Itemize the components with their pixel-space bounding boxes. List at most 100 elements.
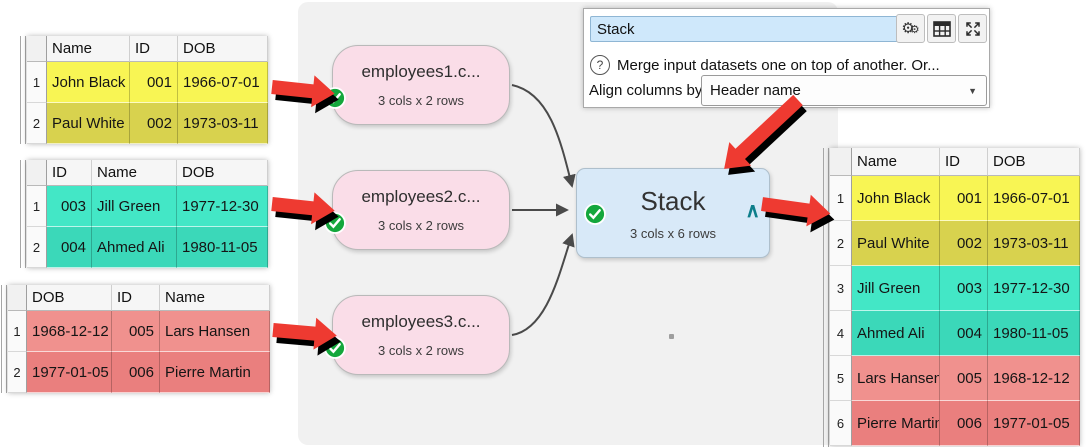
column-header[interactable]: ID	[940, 148, 988, 176]
row-number-header	[8, 285, 27, 311]
column-header[interactable]: DOB	[177, 160, 268, 186]
fullscreen-button[interactable]	[958, 14, 987, 43]
align-columns-dropdown[interactable]: Header name ▼	[701, 75, 987, 106]
properties-panel: ⚙⚙ ? Merge input datasets one on top of …	[583, 8, 990, 108]
table-cell[interactable]: 004	[47, 227, 92, 268]
table-cell[interactable]: Pierre Martin	[160, 352, 270, 393]
table-cell[interactable]: Ahmed Ali	[92, 227, 177, 268]
table-cell[interactable]: 1977-12-30	[177, 186, 268, 227]
table-cell[interactable]: 002	[130, 103, 178, 144]
node-label: employees3.c...	[361, 312, 481, 331]
row-number[interactable]: 2	[27, 103, 47, 144]
transform-description-row: ? Merge input datasets one on top of ano…	[590, 53, 940, 77]
row-number[interactable]: 1	[830, 176, 852, 221]
row-number-header	[27, 36, 47, 62]
grid-view-button[interactable]	[927, 14, 956, 43]
help-icon[interactable]: ?	[590, 55, 610, 75]
settings-button[interactable]: ⚙⚙	[896, 14, 925, 43]
column-header[interactable]: Name	[852, 148, 940, 176]
canvas-dot	[669, 334, 674, 339]
table-cell[interactable]: 1977-01-05	[27, 352, 112, 393]
column-header[interactable]: DOB	[27, 285, 112, 311]
table-cell[interactable]: 005	[112, 311, 160, 352]
table-cell[interactable]: 003	[940, 266, 988, 311]
table-cell[interactable]: John Black	[47, 62, 130, 103]
table-cell[interactable]: 1973-03-11	[178, 103, 268, 144]
table-cell[interactable]: 1980-11-05	[988, 311, 1080, 356]
table-cell[interactable]: Pierre Martin	[852, 401, 940, 446]
row-number[interactable]: 3	[830, 266, 852, 311]
table-cell[interactable]: Jill Green	[852, 266, 940, 311]
stack-node-label: Stack	[640, 185, 706, 216]
window-edge	[20, 160, 26, 268]
ok-check-icon	[324, 87, 346, 109]
table-cell[interactable]: 005	[940, 356, 988, 401]
input-node-employees1[interactable]: employees1.c... 3 cols x 2 rows	[324, 45, 510, 125]
transform-name-input[interactable]	[590, 16, 923, 42]
row-number[interactable]: 5	[830, 356, 852, 401]
table-cell[interactable]: 006	[940, 401, 988, 446]
column-header[interactable]: Name	[47, 36, 130, 62]
table-cell[interactable]: 1966-07-01	[178, 62, 268, 103]
row-number[interactable]: 4	[830, 311, 852, 356]
node-label: employees1.c...	[361, 62, 481, 81]
table-cell[interactable]: 1968-12-12	[988, 356, 1080, 401]
column-header[interactable]: ID	[130, 36, 178, 62]
table-cell[interactable]: 1977-12-30	[988, 266, 1080, 311]
table-cell[interactable]: 003	[47, 186, 92, 227]
table-cell[interactable]: 1966-07-01	[988, 176, 1080, 221]
table-cell[interactable]: 004	[940, 311, 988, 356]
row-number[interactable]: 2	[27, 227, 47, 268]
table-cell[interactable]: Ahmed Ali	[852, 311, 940, 356]
window-edge	[20, 36, 26, 144]
column-header[interactable]: ID	[47, 160, 92, 186]
row-number[interactable]: 6	[830, 401, 852, 446]
table-cell[interactable]: Lars Hansen	[160, 311, 270, 352]
window-edge	[1, 285, 7, 393]
ok-check-icon	[324, 337, 346, 359]
column-header[interactable]: ID	[112, 285, 160, 311]
column-header[interactable]: Name	[160, 285, 270, 311]
table-cell[interactable]: 002	[940, 221, 988, 266]
node-label: employees2.c...	[361, 187, 481, 206]
dropdown-caret-icon: ▼	[968, 86, 977, 96]
row-number[interactable]: 2	[830, 221, 852, 266]
table-cell[interactable]: 1973-03-11	[988, 221, 1080, 266]
ok-check-icon	[324, 212, 346, 234]
node-size: 3 cols x 2 rows	[378, 218, 464, 233]
input-node-employees2[interactable]: employees2.c... 3 cols x 2 rows	[324, 170, 510, 250]
gears-icon: ⚙⚙	[901, 20, 920, 37]
table-cell[interactable]: 1980-11-05	[177, 227, 268, 268]
row-number[interactable]: 1	[27, 62, 47, 103]
row-number[interactable]: 2	[8, 352, 27, 393]
transform-description: Merge input datasets one on top of anoth…	[617, 56, 940, 74]
row-number-header	[27, 160, 47, 186]
column-header[interactable]: Name	[92, 160, 177, 186]
row-number[interactable]: 1	[27, 186, 47, 227]
table-cell[interactable]: 001	[130, 62, 178, 103]
row-number[interactable]: 1	[8, 311, 27, 352]
column-header[interactable]: DOB	[988, 148, 1080, 176]
table-cell[interactable]: 1977-01-05	[988, 401, 1080, 446]
table-cell[interactable]: John Black	[852, 176, 940, 221]
align-columns-label: Align columns by:	[589, 82, 707, 99]
table-icon	[932, 20, 951, 37]
table-cell[interactable]: Paul White	[852, 221, 940, 266]
table-cell[interactable]: 1968-12-12	[27, 311, 112, 352]
ok-check-icon	[584, 203, 606, 225]
output-caret-indicator: ∧	[745, 200, 760, 222]
table-cell[interactable]: Paul White	[47, 103, 130, 144]
table-cell[interactable]: 006	[112, 352, 160, 393]
row-number-header	[830, 148, 852, 176]
input-node-employees3[interactable]: employees3.c... 3 cols x 2 rows	[324, 295, 510, 375]
node-size: 3 cols x 2 rows	[378, 343, 464, 358]
table-cell[interactable]: Lars Hansen	[852, 356, 940, 401]
column-header[interactable]: DOB	[178, 36, 268, 62]
stack-node[interactable]: Stack 3 cols x 6 rows ∧	[576, 168, 770, 258]
table-cell[interactable]: Jill Green	[92, 186, 177, 227]
table-cell[interactable]: 001	[940, 176, 988, 221]
